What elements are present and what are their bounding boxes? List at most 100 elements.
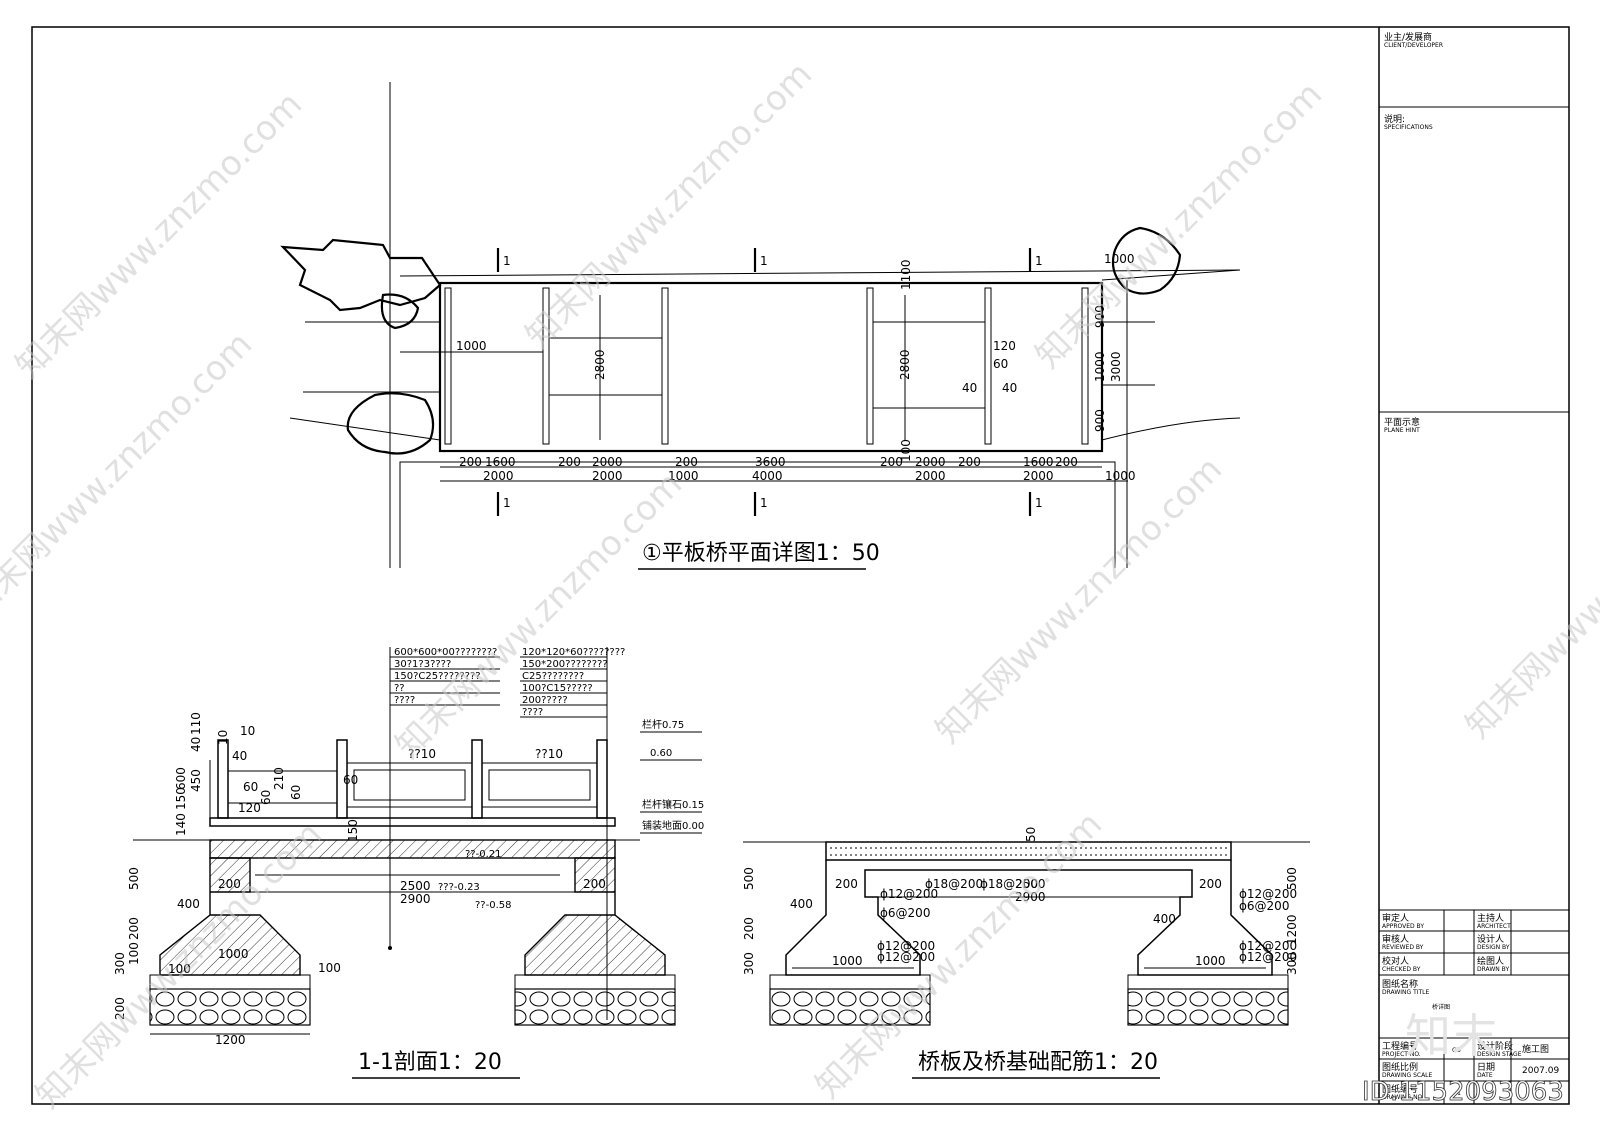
designed-label: 设计人 — [1477, 933, 1504, 945]
scale-label: 图纸比例 — [1382, 1061, 1418, 1073]
rebar-title: 桥板及桥基础配筋1：20 — [918, 1050, 1158, 1075]
svg-text:1: 1 — [503, 254, 511, 268]
svg-text:140: 140 — [174, 813, 188, 836]
svg-text:300: 300 — [1285, 952, 1299, 975]
svg-text:200: 200 — [958, 455, 981, 469]
drawing-title-label: 图纸名称 — [1382, 978, 1418, 990]
section-view: 600*600*00???????? 30?1?3???? 150?C25???… — [113, 647, 704, 1079]
drawing-no-value: -1 — [1455, 1090, 1461, 1097]
svg-text:100: 100 — [127, 942, 141, 965]
plan-dims-top: 200 1600 200 2000 200 3600 200 2000 200 … — [459, 455, 1078, 469]
svg-text:500: 500 — [1285, 867, 1299, 890]
svg-text:60: 60 — [289, 785, 303, 800]
svg-text:0.60: 0.60 — [650, 748, 672, 759]
svg-text:1000: 1000 — [668, 469, 699, 483]
designed-label-en: DESIGN BY — [1477, 944, 1510, 951]
design-stage-label: 设计阶段 — [1477, 1040, 1513, 1052]
svg-text:ϕ12@200: ϕ12@200 — [877, 939, 935, 953]
svg-text:200: 200 — [880, 455, 903, 469]
svg-text:1000: 1000 — [218, 947, 249, 961]
svg-text:50: 50 — [1024, 827, 1038, 842]
svg-text:300: 300 — [113, 952, 127, 975]
svg-text:2000: 2000 — [915, 469, 946, 483]
svg-text:1: 1 — [760, 254, 768, 268]
svg-text:120*120*60????????: 120*120*60???????? — [522, 647, 625, 658]
svg-text:ϕ12@200: ϕ12@200 — [877, 950, 935, 964]
svg-text:110: 110 — [189, 712, 203, 735]
svg-text:2900: 2900 — [400, 892, 431, 906]
svg-text:60: 60 — [993, 357, 1008, 371]
plan-hint-label-en: PLANE HINT — [1384, 427, 1420, 434]
watermark-logo: 知末 — [1405, 1009, 1497, 1063]
date-value: 2007.09 — [1522, 1066, 1559, 1076]
svg-text:ϕ6@200: ϕ6@200 — [880, 906, 930, 920]
svg-text:1: 1 — [503, 496, 511, 510]
client-label-en: CLIENT/DEVELOPER — [1384, 42, 1443, 49]
svg-text:1200: 1200 — [1285, 914, 1299, 945]
svg-text:400: 400 — [1153, 912, 1176, 926]
svg-text:1000: 1000 — [1105, 469, 1136, 483]
svg-text:1: 1 — [1035, 496, 1043, 510]
reviewed-label-en: REVIEWED BY — [1382, 944, 1424, 951]
svg-text:知末网www.znzmo.com: 知末网www.znzmo.com — [518, 54, 820, 356]
rock-right — [1111, 226, 1182, 295]
svg-text:1000: 1000 — [1093, 351, 1107, 382]
rebar-right-gravel — [1127, 988, 1289, 1026]
svg-text:200: 200 — [459, 455, 482, 469]
svg-text:40: 40 — [1002, 381, 1017, 395]
post-1 — [217, 739, 229, 819]
svg-text:500: 500 — [742, 867, 756, 890]
svg-text:2500: 2500 — [1015, 877, 1046, 891]
railing-posts — [444, 287, 1089, 445]
plan-hint-label: 平面示意 — [1384, 416, 1420, 428]
svg-text:2000: 2000 — [483, 469, 514, 483]
drawing-name: 桥详图 — [1432, 1003, 1450, 1011]
svg-text:????: ???? — [522, 707, 543, 718]
project-no-label-en: PROJECT NO. — [1382, 1051, 1421, 1058]
svg-text:200?????: 200????? — [522, 695, 568, 706]
reviewed-label: 审核人 — [1382, 933, 1409, 945]
svg-text:??10: ??10 — [408, 747, 436, 761]
date-label: 日期 — [1477, 1062, 1495, 1073]
svg-text:3600: 3600 — [755, 455, 786, 469]
checked-label-en: CHECKED BY — [1382, 966, 1421, 973]
svg-text:200: 200 — [127, 917, 141, 940]
approved-label: 审定人 — [1382, 912, 1409, 924]
section-markers: 1 1 1 1 1 1 — [496, 248, 1043, 516]
svg-text:4000: 4000 — [752, 469, 783, 483]
svg-text:600*600*00????????: 600*600*00???????? — [394, 647, 497, 658]
architect-label: 主持人 — [1477, 912, 1504, 924]
section-title: 1-1剖面1：20 — [358, 1050, 502, 1075]
svg-text:100?C15?????: 100?C15????? — [522, 683, 593, 694]
svg-text:200: 200 — [113, 997, 127, 1020]
left-gravel — [149, 988, 311, 1026]
svg-text:60: 60 — [243, 780, 258, 794]
drawing-no-label-en: DRAWING NO. — [1382, 1094, 1424, 1101]
svg-text:1000: 1000 — [1195, 954, 1226, 968]
svg-text:2000: 2000 — [915, 455, 946, 469]
svg-text:100: 100 — [168, 962, 191, 976]
svg-text:200: 200 — [1055, 455, 1078, 469]
scale-label-en: DRAWING SCALE — [1382, 1072, 1433, 1079]
svg-text:ϕ18@200: ϕ18@200 — [980, 877, 1038, 891]
project-code: CD — [1452, 1047, 1461, 1054]
svg-text:??10: ??10 — [535, 747, 563, 761]
svg-text:1000: 1000 — [832, 954, 863, 968]
svg-text:知末网www.znzmo.com: 知末网www.znzmo.com — [8, 84, 310, 386]
svg-text:??-0.21: ??-0.21 — [465, 849, 502, 860]
svg-text:60: 60 — [259, 790, 273, 805]
svg-text:200: 200 — [742, 917, 756, 940]
notes-label: 说明: — [1384, 113, 1405, 125]
svg-text:ϕ12@200: ϕ12@200 — [1239, 939, 1297, 953]
project-no-label: 工程编号 — [1382, 1040, 1418, 1052]
plan-dims-bottom: 2000 2000 1000 4000 2000 2000 1000 — [483, 469, 1136, 483]
svg-text:????: ???? — [394, 695, 415, 706]
svg-text:600: 600 — [174, 767, 188, 790]
svg-text:2000: 2000 — [592, 469, 623, 483]
svg-text:200: 200 — [558, 455, 581, 469]
svg-text:150: 150 — [346, 819, 360, 842]
svg-text:1000: 1000 — [456, 339, 487, 353]
svg-text:200: 200 — [835, 877, 858, 891]
svg-text:1200: 1200 — [215, 1033, 246, 1047]
svg-text:400: 400 — [177, 897, 200, 911]
